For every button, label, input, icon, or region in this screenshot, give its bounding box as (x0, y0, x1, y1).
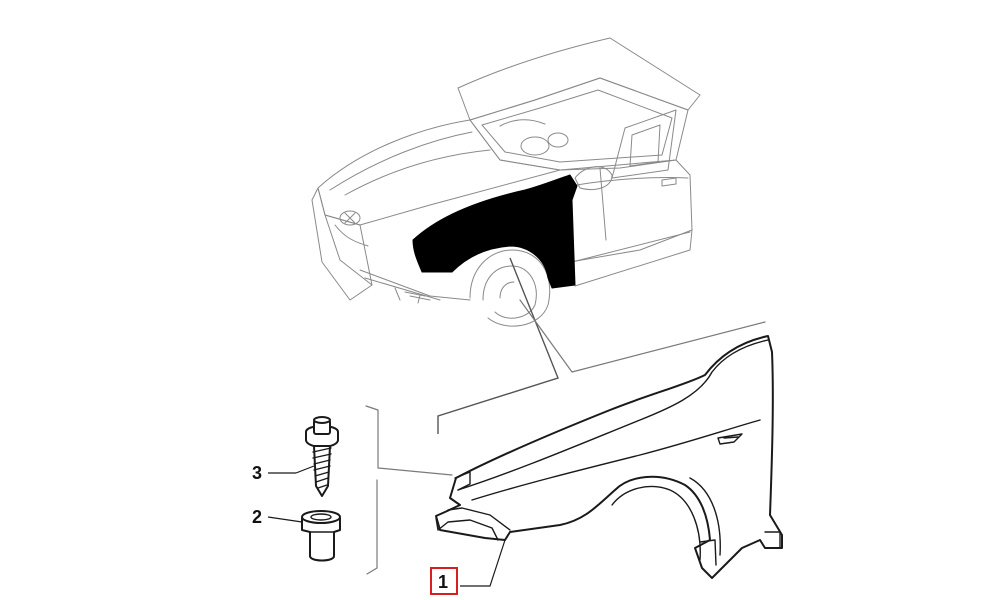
callout-1-highlight-box (430, 567, 458, 595)
fender-part (435, 335, 783, 579)
callout-1[interactable]: 1 (430, 539, 506, 595)
callout-label-1: 1 (438, 572, 448, 592)
perspective-guides (365, 299, 766, 575)
callout-2: 2 (252, 507, 303, 527)
screw-part (305, 416, 339, 497)
car-outline-sketch (311, 37, 701, 327)
fender-location-highlight (412, 174, 578, 289)
callout-3: 3 (252, 463, 315, 483)
callout-label-2: 2 (252, 507, 262, 527)
highlight-leader-line (437, 257, 559, 434)
callout-label-3: 3 (252, 463, 262, 483)
clip-nut-part (301, 510, 341, 562)
